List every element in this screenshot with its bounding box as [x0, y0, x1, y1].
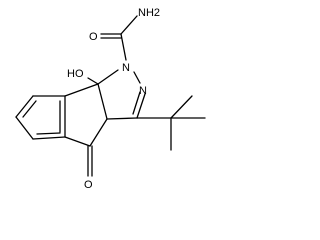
bond-c4-c4a: [64, 136, 91, 147]
bond-c8b-c8a: [64, 83, 99, 97]
label-ring-n1: N: [122, 62, 130, 74]
bond-n2-c3-double-2: [132, 91, 141, 115]
bond-c3a-c4: [89, 118, 108, 147]
bond-c6-c5: [32, 136, 66, 140]
bond-c8-c7: [15, 95, 34, 118]
bond-c7-c6: [15, 116, 34, 140]
bond-n1-n2: [133, 71, 141, 84]
label-amide-o: O: [89, 31, 98, 43]
molecule-structure: NH2 O N N HO O: [15, 7, 206, 191]
bond-cq-me1: [170, 95, 193, 119]
atom-labels: NH2 O N N HO O: [67, 7, 160, 191]
label-ring-n2: N: [139, 85, 147, 97]
bond-c3-c3a: [106, 117, 138, 120]
label-ketone-o: O: [84, 179, 93, 191]
bond-c8b-oh: [87, 77, 99, 85]
bond-n1-c8b: [97, 69, 119, 85]
label-hydroxyl: HO: [67, 68, 84, 80]
bond-aromatic-inner-1: [22, 100, 37, 118]
bond-c-n1: [120, 33, 127, 61]
bonds: [15, 15, 206, 177]
bond-n2-c3-double-1: [136, 93, 146, 119]
label-nh2: NH2: [138, 7, 160, 19]
bond-c3a-c8b: [97, 83, 108, 120]
bond-aromatic-inner-2: [36, 132, 61, 135]
bond-c-nh2: [120, 15, 138, 35]
